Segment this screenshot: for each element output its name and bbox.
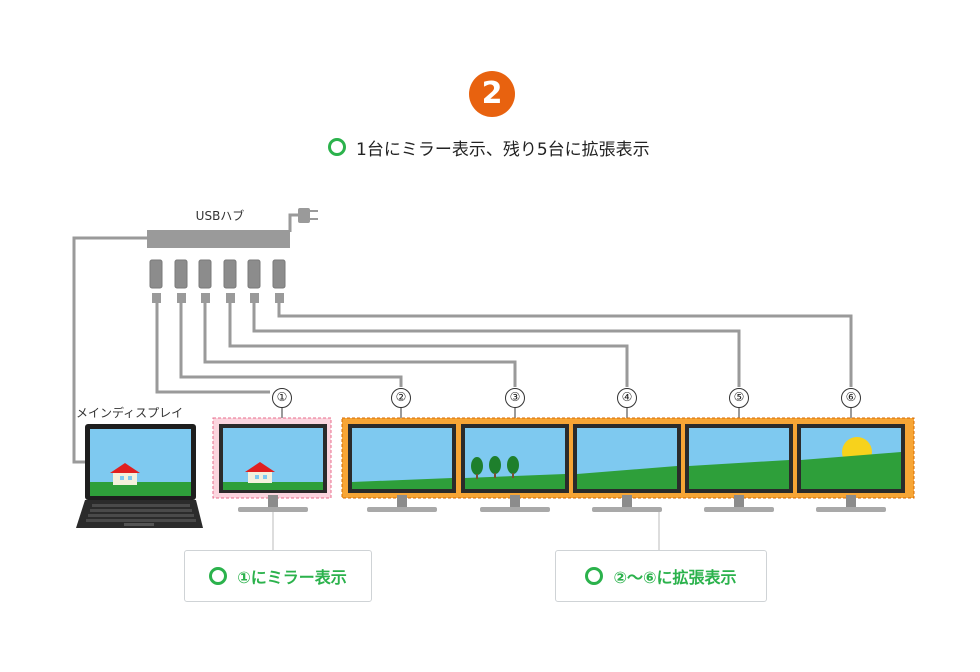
circle-ok-icon — [209, 567, 228, 585]
monitor-4 — [573, 424, 681, 493]
laptop-icon — [76, 424, 203, 528]
monitor-5 — [685, 424, 793, 493]
circle-ok-icon — [328, 138, 346, 156]
monitor-3 — [461, 424, 569, 493]
subtitle-text: 1台にミラー表示、残り5台に拡張表示 — [356, 139, 650, 160]
monitor-number-6: ⑥ — [841, 388, 861, 408]
house-icon — [245, 462, 275, 483]
monitor-number-2: ② — [391, 388, 411, 408]
monitor-1 — [219, 424, 327, 493]
usb-hub-icon — [147, 230, 290, 303]
usb-hub-label: USBハブ — [195, 209, 245, 223]
house-icon — [110, 463, 140, 485]
circle-ok-icon — [585, 567, 604, 585]
step-badge: 2 — [469, 71, 515, 117]
subtitle: 1台にミラー表示、残り5台に拡張表示 — [328, 134, 650, 160]
monitor-number-3: ③ — [505, 388, 525, 408]
main-display-label: メインディスプレイ — [76, 406, 184, 420]
mirror-callout: ①にミラー表示 — [184, 550, 372, 602]
extend-callout: ②〜⑥に拡張表示 — [555, 550, 767, 602]
monitor-stands — [238, 495, 886, 512]
cables — [72, 213, 853, 464]
monitor-number-5: ⑤ — [729, 388, 749, 408]
monitor-number-1: ① — [272, 388, 292, 408]
monitor-2 — [348, 424, 456, 493]
extend-callout-text: ②〜⑥に拡張表示 — [613, 568, 737, 587]
power-plug-icon — [298, 208, 318, 223]
monitor-number-4: ④ — [617, 388, 637, 408]
monitor-6 — [797, 424, 905, 493]
tree-icon — [471, 456, 519, 475]
mirror-callout-text: ①にミラー表示 — [237, 568, 347, 587]
